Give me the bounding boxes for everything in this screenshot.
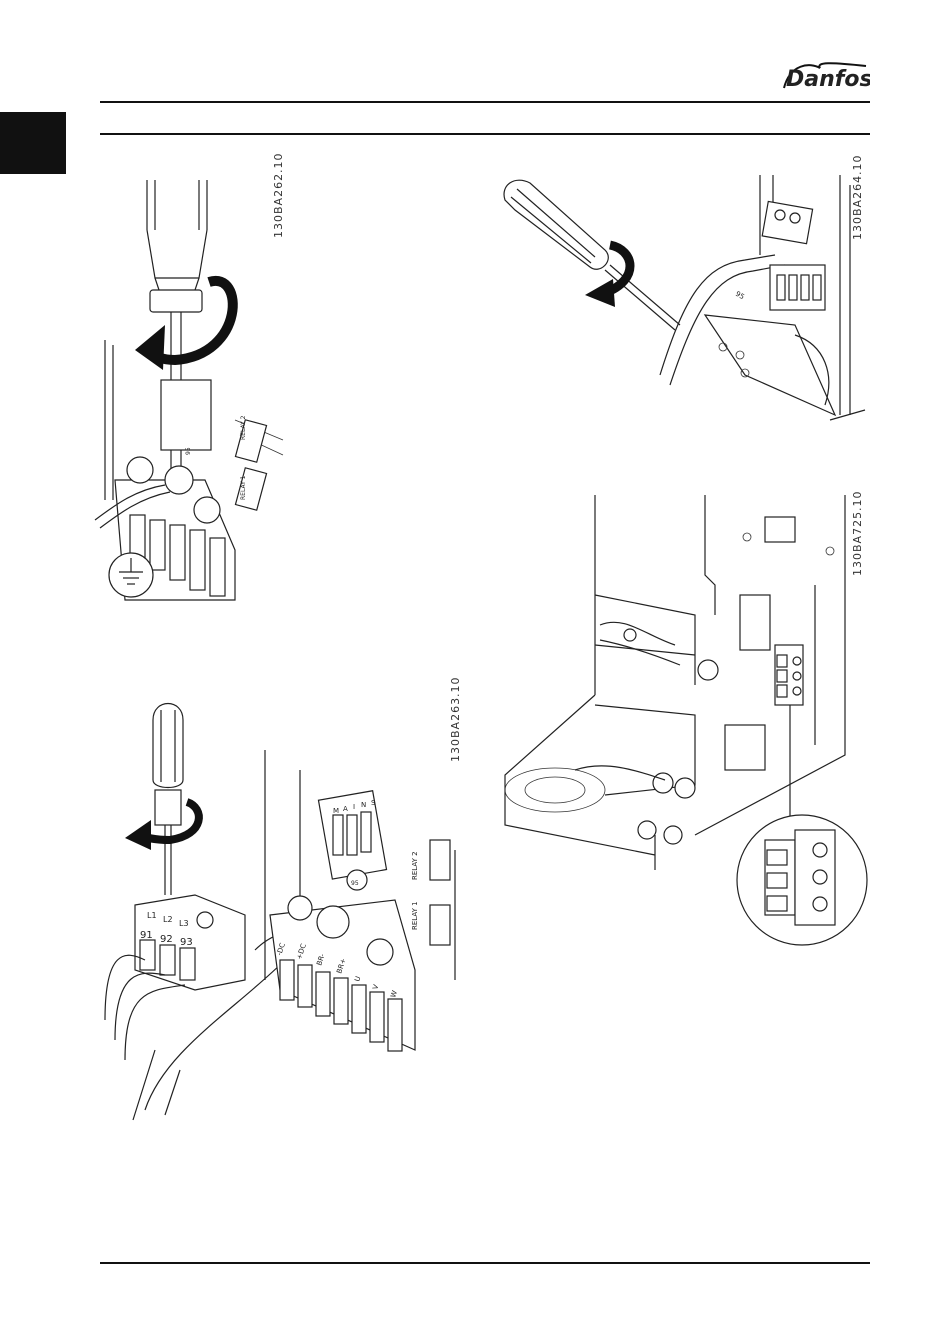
svg-text:92: 92	[160, 934, 173, 945]
svg-text:N: N	[361, 801, 366, 809]
svg-text:RELAY 1: RELAY 1	[411, 901, 419, 930]
svg-text:RELAY 2: RELAY 2	[411, 851, 419, 880]
figure-ground-connection: RELAY 2 RELAY 1 95	[95, 170, 295, 620]
screwdriver-icon	[153, 704, 183, 896]
svg-text:95: 95	[185, 447, 192, 455]
header-rule-top	[100, 101, 870, 103]
terminal-detail-magnifier	[737, 815, 867, 945]
danfoss-logo: Danfoss	[780, 60, 870, 94]
svg-text:L3: L3	[179, 919, 189, 928]
figure-terminal-detail	[495, 495, 875, 965]
figure-mains-connection: 91 92 93 L1 L2 L3 M A I N S 95 RELAY 1 R…	[95, 690, 465, 1120]
svg-text:95: 95	[351, 880, 359, 887]
ground-symbol-icon	[109, 553, 153, 597]
svg-text:93: 93	[180, 937, 193, 948]
chapter-tab	[0, 112, 66, 174]
svg-text:A: A	[343, 805, 348, 813]
screwdriver-icon	[504, 180, 680, 330]
footer-rule	[100, 1262, 870, 1264]
header-rule-bottom	[100, 133, 870, 135]
svg-text:95: 95	[734, 290, 746, 301]
svg-text:91: 91	[140, 930, 153, 941]
svg-text:Danfoss: Danfoss	[786, 67, 870, 92]
svg-text:L2: L2	[163, 915, 173, 924]
figure-clamp-connection: 95	[495, 175, 875, 435]
svg-text:L1: L1	[147, 911, 157, 920]
svg-text:I: I	[353, 803, 355, 811]
svg-text:RELAY 1: RELAY 1	[240, 475, 247, 500]
svg-text:M: M	[333, 807, 339, 815]
svg-text:RELAY 2: RELAY 2	[240, 415, 247, 440]
svg-text:S: S	[371, 799, 376, 807]
